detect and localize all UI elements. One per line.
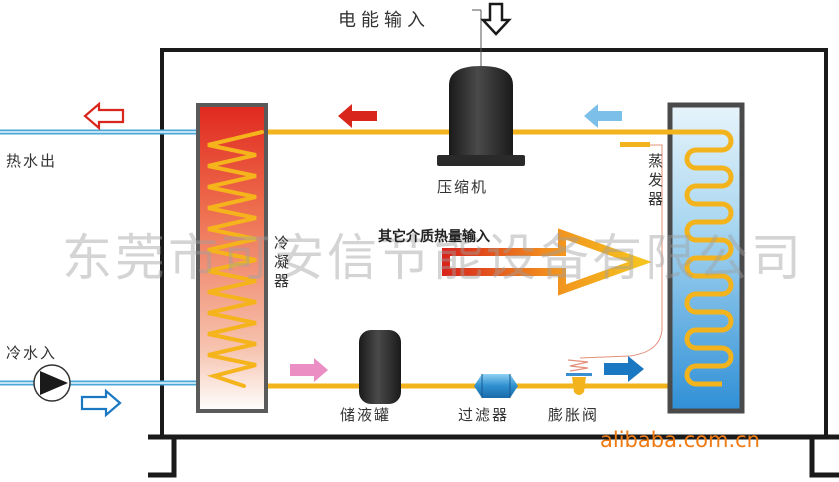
condenser-label: 冷凝器 xyxy=(274,234,290,290)
site-watermark: alibaba.com.cn xyxy=(600,428,760,452)
pink-flow-arrow-icon xyxy=(290,358,328,382)
filter xyxy=(474,374,518,398)
evaporator-label: 蒸发器 xyxy=(648,152,664,208)
compressor xyxy=(437,9,525,166)
expansion-valve xyxy=(566,359,592,395)
condenser xyxy=(196,103,268,413)
hot-water-out-arrow-icon xyxy=(83,101,125,131)
expansion-valve-label: 膨胀阀 xyxy=(548,406,600,424)
receiver-tank xyxy=(359,330,401,404)
receiver-tank-label: 储液罐 xyxy=(340,406,392,424)
hot-flow-arrow-icon xyxy=(338,104,377,128)
heat-input-arrow xyxy=(442,228,652,296)
right-foot xyxy=(809,434,839,478)
cabinet-frame xyxy=(148,48,839,478)
compressor-label: 压缩机 xyxy=(437,178,489,196)
evaporator-coil xyxy=(640,129,734,387)
cold-flow-arrow-icon xyxy=(584,104,622,128)
power-input-label: 电能输入 xyxy=(338,10,430,31)
condenser-coil xyxy=(206,130,264,388)
other-heat-input-label: 其它介质热量输入 xyxy=(378,229,490,245)
filter-label: 过滤器 xyxy=(458,406,510,424)
cold-water-in-label: 冷水入 xyxy=(6,344,58,362)
pump-icon xyxy=(33,364,71,402)
evaporator xyxy=(640,102,745,414)
left-foot xyxy=(148,434,177,478)
blue-flow-arrow-icon xyxy=(604,356,644,382)
capillary-tube xyxy=(579,142,663,359)
power-input-arrow-icon xyxy=(480,2,512,36)
cold-water-in-arrow-icon xyxy=(80,388,122,418)
hot-water-out-label: 热水出 xyxy=(6,152,58,170)
